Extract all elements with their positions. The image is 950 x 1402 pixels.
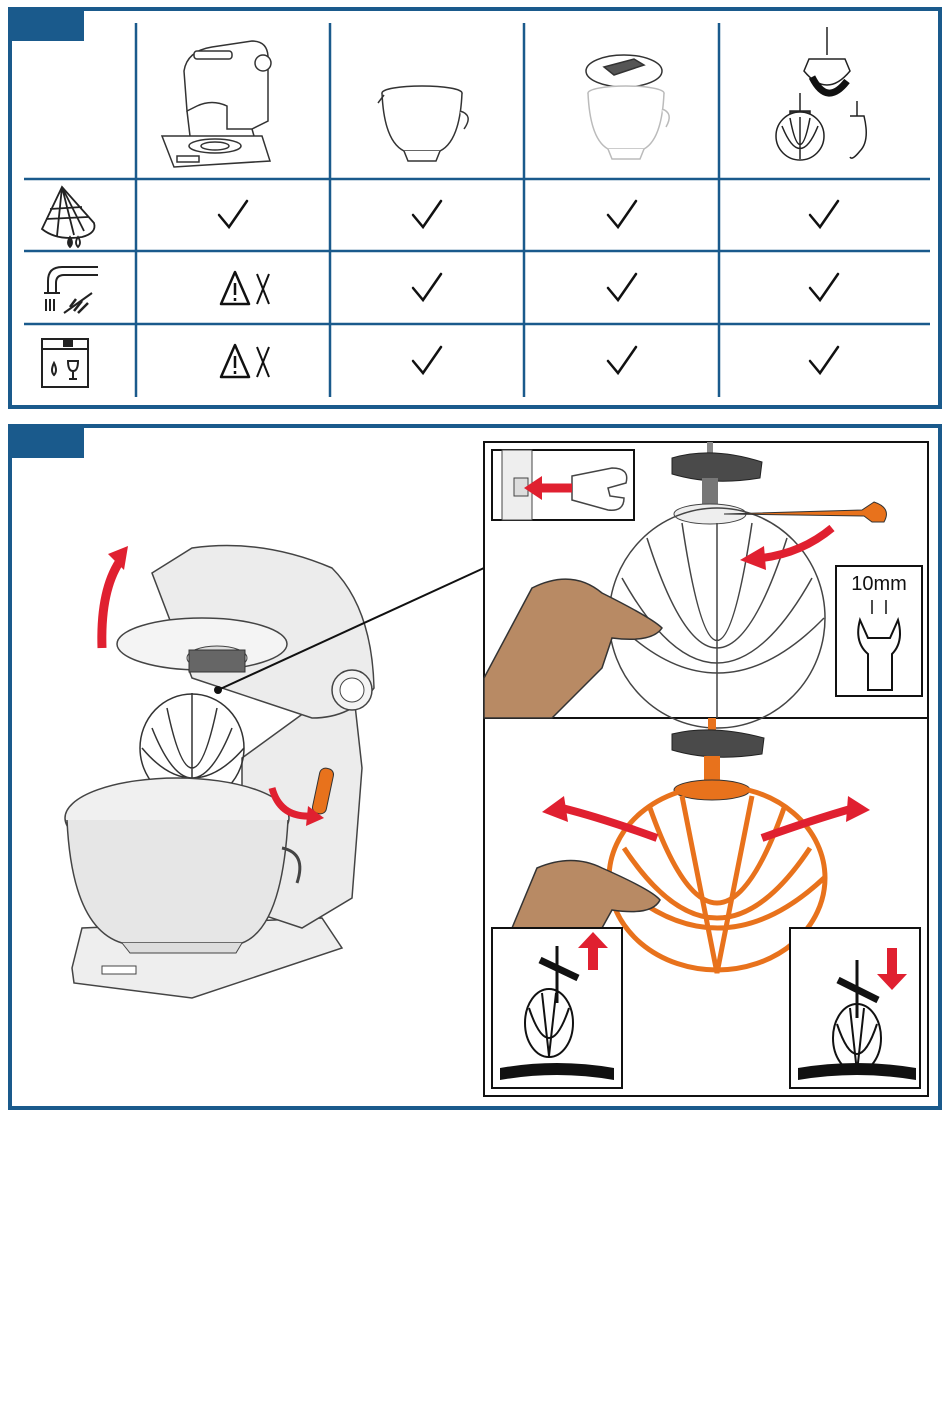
raise-arm-arrow-icon bbox=[102, 558, 122, 648]
check-icon bbox=[413, 201, 441, 227]
table-marks bbox=[219, 201, 838, 377]
whisk-adjust-panel: 10mm bbox=[8, 424, 942, 1110]
check-icon bbox=[219, 201, 247, 227]
warning-not-allowed-icon bbox=[221, 272, 269, 304]
dishwasher-icon bbox=[42, 339, 88, 387]
check-icon bbox=[413, 347, 441, 373]
mixing-bowl-icon bbox=[378, 86, 468, 161]
check-icon bbox=[810, 274, 838, 300]
cleaning-table-panel bbox=[8, 7, 942, 409]
check-icon bbox=[608, 201, 636, 227]
whisk-adjust-illustration: 10mm bbox=[12, 428, 938, 1106]
wrench-size-label: 10mm bbox=[851, 573, 907, 595]
bowl-with-lid-icon bbox=[586, 55, 669, 159]
check-icon bbox=[810, 347, 838, 373]
check-icon bbox=[413, 274, 441, 300]
check-icon bbox=[608, 274, 636, 300]
warning-not-allowed-icon bbox=[221, 345, 269, 377]
check-icon bbox=[810, 201, 838, 227]
base-unit-icon bbox=[162, 41, 271, 167]
check-icon bbox=[608, 347, 636, 373]
mixer-illustration bbox=[65, 546, 374, 999]
dishcloth-icon bbox=[42, 187, 95, 247]
tap-brush-icon bbox=[44, 267, 98, 313]
table-grid bbox=[24, 23, 930, 397]
cleaning-table bbox=[12, 11, 938, 405]
tools-icon bbox=[776, 27, 866, 160]
